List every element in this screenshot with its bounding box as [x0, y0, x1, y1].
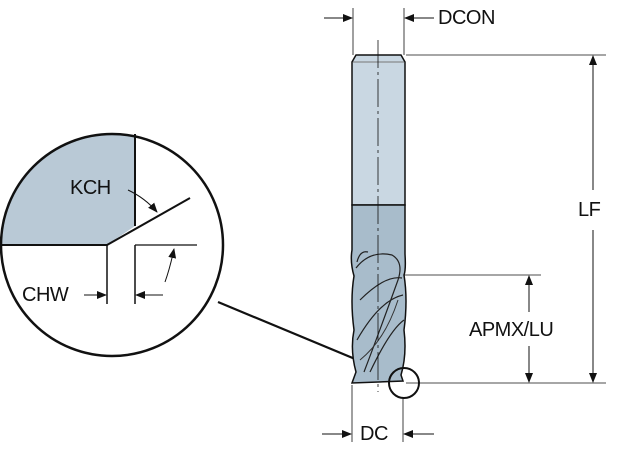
- dcon-label: DCON: [438, 7, 495, 29]
- dimension-lines: [322, 8, 606, 442]
- chamfer-line: [106, 197, 191, 246]
- apmx-lu-label: APMX/LU: [469, 319, 554, 341]
- kch-angle-arrow: [127, 189, 158, 213]
- chw-label: CHW: [22, 284, 69, 306]
- end-mill-tool: [350, 40, 420, 399]
- tool-shank: [351, 54, 406, 206]
- detail-magnifier: [0, 132, 397, 378]
- detail-material-region: [1, 134, 135, 245]
- lf-label: LF: [578, 199, 601, 221]
- detail-circle-outline: [0, 132, 225, 358]
- kch-label: KCH: [70, 177, 111, 199]
- tool-flutes: [350, 204, 407, 384]
- kch-angle-arrow-lower: [164, 248, 177, 283]
- dc-label: DC: [360, 423, 388, 445]
